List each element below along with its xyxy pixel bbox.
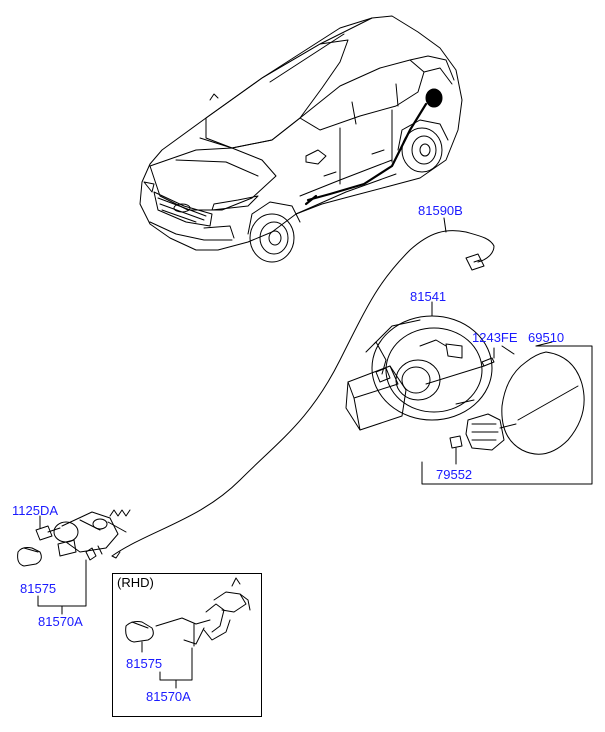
rhd-title: (RHD)	[117, 575, 154, 590]
part-label-cap-rhd[interactable]: 81575	[126, 656, 163, 671]
part-label-filler-housing[interactable]: 81541	[410, 289, 447, 304]
part-label-actuator-rhd[interactable]: 81570A	[146, 689, 191, 704]
part-label-bumper[interactable]: 79552	[436, 467, 473, 482]
actuator-illustration	[17, 509, 131, 615]
part-label-bolt[interactable]: 1125DA	[12, 503, 59, 518]
rhd-variant-box	[112, 573, 262, 717]
part-label-cap[interactable]: 81575	[20, 581, 57, 596]
filler-housing-illustration	[345, 301, 495, 431]
vehicle-illustration	[139, 15, 463, 263]
part-label-cable[interactable]: 81590B	[418, 203, 463, 218]
release-cable	[111, 217, 495, 557]
rhd-actuator-illustration	[125, 577, 251, 689]
part-label-actuator[interactable]: 81570A	[38, 614, 83, 629]
fuel-door-illustration	[421, 341, 593, 485]
part-label-screw[interactable]: 1243FE	[472, 330, 518, 345]
part-label-fuel-door[interactable]: 69510	[528, 330, 565, 345]
